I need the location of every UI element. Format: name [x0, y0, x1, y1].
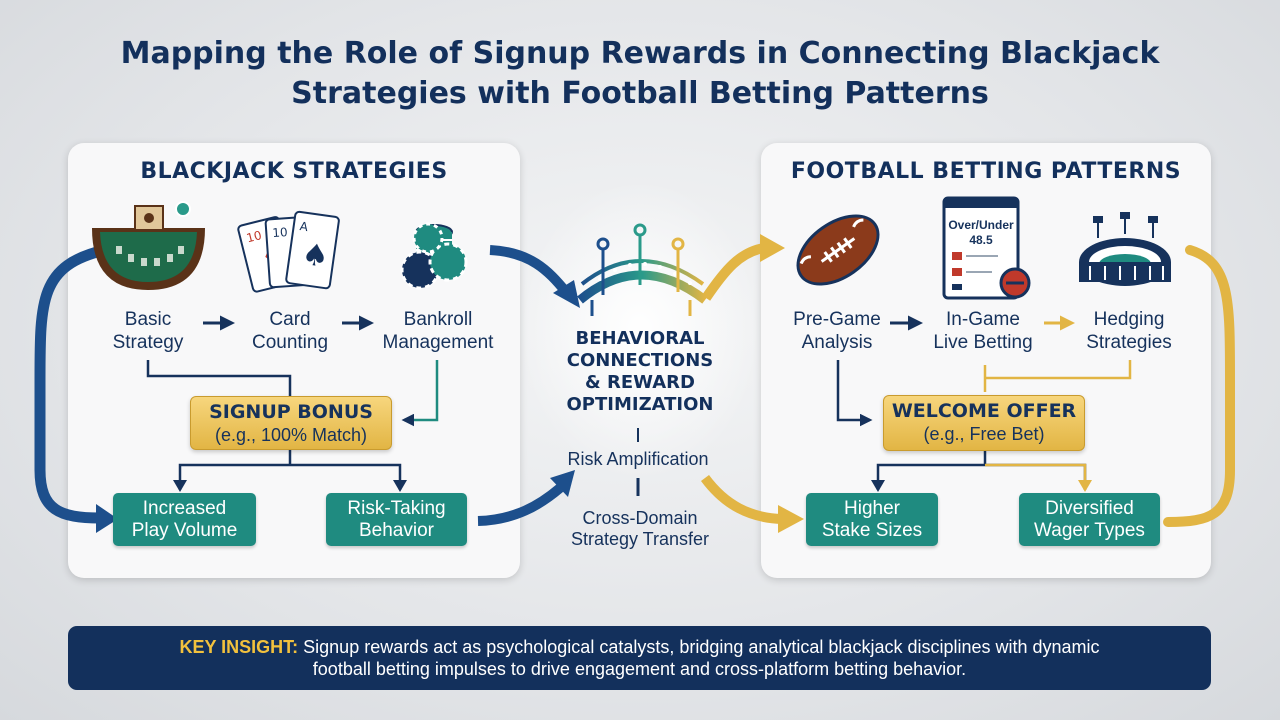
football-heading: FOOTBALL BETTING PATTERNS [790, 159, 1182, 184]
risk-to-center-arrow [477, 484, 564, 526]
blackjack-table-icon [92, 201, 205, 290]
welcome-offer-box: WELCOME OFFER(e.g., Free Bet) [883, 395, 1085, 451]
center-to-stake-arrow [700, 474, 783, 524]
svg-text:10: 10 [245, 228, 263, 245]
key-insight-line-2: football betting impulses to drive engag… [312, 659, 967, 679]
key-insight-line-1: Signup rewards act as psychological cata… [303, 637, 1100, 657]
blackjack-heading: BLACKJACK STRATEGIES [140, 159, 448, 184]
casino-chips-icon [400, 222, 468, 290]
svg-text:A: A [299, 219, 310, 234]
page-title: Mapping the Role of Signup Rewards in Co… [0, 34, 1280, 114]
bridge-icon [577, 223, 708, 316]
risk-amplification-label: Risk Amplification [567, 449, 709, 469]
stadium-icon [1079, 212, 1171, 286]
scoreboard-line-2: 48.5 [969, 233, 993, 247]
signup-bonus-box: SIGNUP BONUS(e.g., 100% Match) [190, 396, 392, 450]
svg-text:10: 10 [272, 225, 288, 240]
key-insight-banner: KEY INSIGHT: Signup rewards act as psych… [68, 626, 1211, 690]
bankroll-to-center-arrow [489, 245, 570, 296]
football-icon [796, 214, 880, 286]
left-loop-arrow [34, 244, 111, 524]
svg-text:♠: ♠ [299, 237, 331, 275]
playing-cards-icon: 10 ♦ 10 A ♠ [237, 210, 340, 293]
title-line-1: Mapping the Role of Signup Rewards in Co… [120, 36, 1160, 71]
scoreboard-line-1: Over/Under [948, 218, 1014, 232]
betting-phone-icon [942, 196, 1031, 300]
center-to-football-arrow [701, 243, 766, 301]
right-loop-arrow [1163, 245, 1235, 527]
key-insight-label: KEY INSIGHT: [179, 637, 299, 657]
title-line-2: Strategies with Football Betting Pattern… [291, 76, 989, 111]
